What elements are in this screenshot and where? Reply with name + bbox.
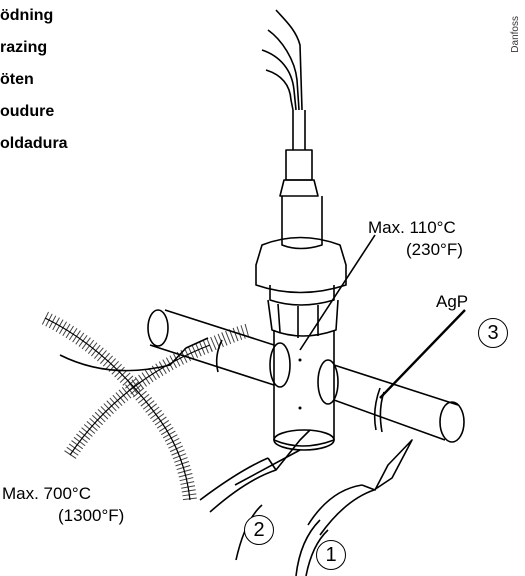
connector-nut — [285, 149, 313, 181]
cable — [292, 110, 306, 150]
pipe-end-left — [147, 309, 169, 347]
pipe-end-right — [439, 401, 465, 443]
brand-logo: Danfoss — [510, 16, 521, 53]
leader-agp — [379, 309, 466, 399]
word-french: oudure — [0, 103, 55, 120]
word-english: razing — [0, 39, 48, 56]
max-temp-brazing-f: (1300°F) — [58, 506, 125, 525]
tee-vertical — [273, 330, 335, 447]
word-german: öten — [0, 71, 34, 88]
max-temp-sensor: Max. 110°C — [368, 218, 456, 237]
torch-1 — [307, 439, 413, 536]
marker-1: 1 — [316, 540, 346, 570]
max-temp-sensor-f: (230°F) — [406, 240, 463, 259]
agp-label: AgP — [436, 292, 469, 311]
cable-wires — [261, 9, 303, 111]
sensor-body — [255, 236, 347, 294]
marker-3: 3 — [478, 318, 508, 348]
sensor-head — [281, 196, 323, 250]
leader-top — [299, 234, 376, 351]
leader-bottom — [234, 449, 301, 486]
torch-2 — [199, 429, 311, 513]
word-spanish: oldadura — [0, 135, 68, 152]
pipe-bottom — [149, 344, 446, 441]
marker-2: 2 — [244, 515, 274, 545]
word-swedish: ödning — [0, 7, 54, 24]
max-temp-brazing: Max. 700°C — [2, 484, 92, 503]
hose-1 — [41, 311, 197, 501]
language-word-list: ödning razing öten oudure oldadura — [0, 0, 68, 160]
pipe-top — [164, 309, 459, 406]
